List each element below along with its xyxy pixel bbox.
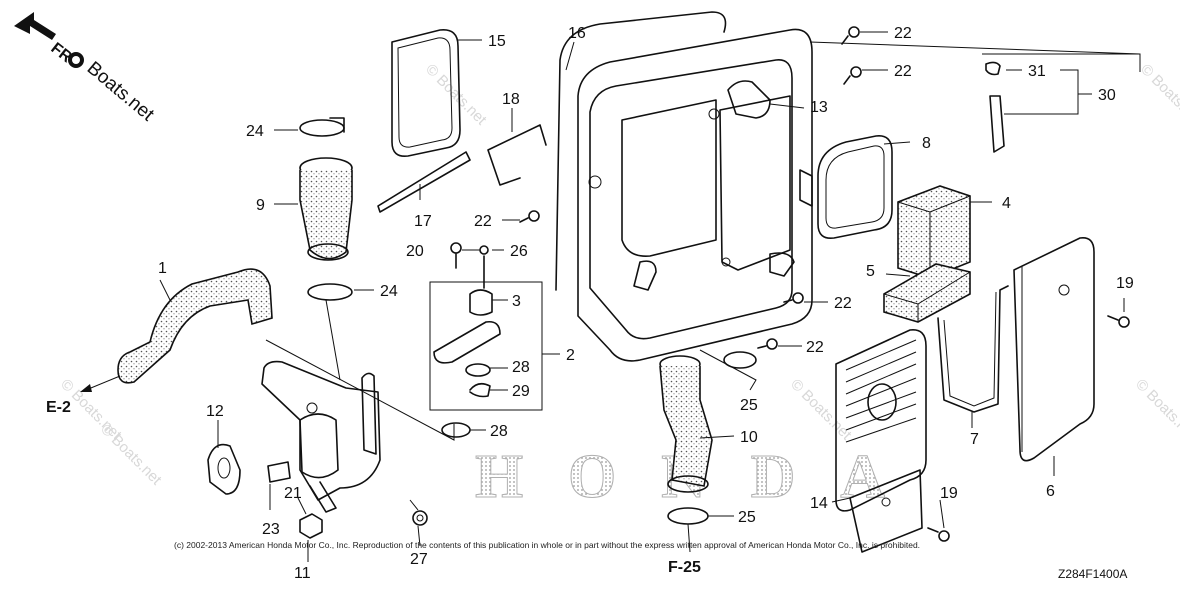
boats-logo-icon <box>68 52 84 68</box>
part-4-filter[interactable] <box>897 185 971 279</box>
part-13-housing[interactable] <box>577 28 813 362</box>
part-15-gasket-inner <box>397 37 453 148</box>
part-22-bolt[interactable] <box>519 210 540 223</box>
part-8-gasket[interactable] <box>817 135 893 240</box>
diagram-code: Z284F1400A <box>1058 567 1127 581</box>
callout-7: 7 <box>970 431 979 448</box>
watermark: © Boats.net <box>97 421 165 489</box>
callout-21: 21 <box>284 485 302 502</box>
arrow-icon <box>80 384 92 392</box>
callout-24: 24 <box>246 123 264 140</box>
part-6-cover[interactable] <box>1013 236 1095 462</box>
callout-3: 3 <box>512 293 521 310</box>
callout-19: 19 <box>1116 275 1134 292</box>
callout-26: 26 <box>510 243 528 260</box>
callout-10: 10 <box>740 429 758 446</box>
callout-31: 31 <box>1028 63 1046 80</box>
copyright-notice: (c) 2002-2013 American Honda Motor Co., … <box>174 540 920 550</box>
part-9-duct[interactable] <box>299 157 353 261</box>
part-15-gasket[interactable] <box>391 29 461 158</box>
callout-19: 19 <box>940 485 958 502</box>
callout-14: 14 <box>810 495 828 512</box>
part-19-screw[interactable] <box>1107 315 1130 328</box>
group-2-box <box>429 281 543 411</box>
part-24-clamp[interactable] <box>307 283 353 301</box>
watermark: © Boats.net <box>1137 61 1180 129</box>
callout-29: 29 <box>512 383 530 400</box>
part-10-duct[interactable] <box>659 355 713 493</box>
part-22-bolt[interactable] <box>841 26 860 45</box>
part-23-sleeve[interactable] <box>267 461 291 483</box>
callout-labels: 1 2 3 4 5 6 7 8 9 10 11 12 13 14 15 16 1… <box>158 25 1134 582</box>
part-17-rod[interactable] <box>377 151 471 213</box>
callout-11: 11 <box>294 565 311 582</box>
callout-22: 22 <box>806 339 824 356</box>
callout-12: 12 <box>206 403 224 420</box>
callout-25: 25 <box>740 397 758 414</box>
part-25-ring[interactable] <box>723 351 757 369</box>
part-19-screw[interactable] <box>927 527 950 542</box>
callout-5: 5 <box>866 263 875 280</box>
callout-24: 24 <box>380 283 398 300</box>
callout-15: 15 <box>488 33 506 50</box>
callout-22: 22 <box>894 63 912 80</box>
part-24-clamp[interactable] <box>299 117 345 137</box>
callout-2: 2 <box>566 347 575 364</box>
part-30-tube[interactable] <box>989 95 1005 153</box>
callout-28: 28 <box>512 359 530 376</box>
bracket-plate <box>433 320 501 364</box>
part-22-bolt[interactable] <box>843 66 862 85</box>
callout-22: 22 <box>894 25 912 42</box>
callout-16: 16 <box>568 25 586 42</box>
part-16-seal[interactable] <box>555 11 727 291</box>
callout-6: 6 <box>1046 483 1055 500</box>
part-3-knob[interactable] <box>469 289 493 316</box>
part-20-bolt[interactable] <box>450 242 462 269</box>
part-28-washer[interactable] <box>465 363 491 377</box>
part-21-nut[interactable] <box>299 513 323 539</box>
part-27-grommet[interactable] <box>412 510 428 526</box>
part-12-plate[interactable] <box>207 443 241 495</box>
callout-27: 27 <box>410 551 428 568</box>
watermark: © Boats.net <box>422 61 490 129</box>
part-22-bolt[interactable] <box>783 292 804 304</box>
brand-name: Boats.net <box>83 58 159 126</box>
part-14-louver-panel[interactable] <box>835 329 927 553</box>
callout-9: 9 <box>256 197 265 214</box>
callout-22: 22 <box>834 295 852 312</box>
callout-22: 22 <box>474 213 492 230</box>
callout-23: 23 <box>262 521 280 538</box>
callout-25: 25 <box>738 509 756 526</box>
callout-13: 13 <box>810 99 828 116</box>
part-22-bolt[interactable] <box>757 338 778 350</box>
ref-e2: E-2 <box>46 399 71 416</box>
callout-28: 28 <box>490 423 508 440</box>
ref-f25: F-25 <box>668 559 701 576</box>
callout-20: 20 <box>406 243 424 260</box>
callout-18: 18 <box>502 91 520 108</box>
callout-4: 4 <box>1002 195 1011 212</box>
part-5-pad[interactable] <box>883 263 971 323</box>
front-arrow-icon <box>14 12 56 40</box>
part-18-clip[interactable] <box>487 124 547 186</box>
part-29-clip[interactable] <box>469 382 491 398</box>
callout-30: 30 <box>1098 87 1116 104</box>
part-28-washer[interactable] <box>441 422 471 438</box>
part-31-cap[interactable] <box>985 61 1001 76</box>
callout-1: 1 <box>158 260 167 277</box>
leader-lines <box>159 31 1141 562</box>
watermark: © Boats.net <box>787 376 855 444</box>
watermark: © Boats.net <box>1132 376 1180 444</box>
part-1-hose[interactable] <box>117 268 273 384</box>
part-11-airbox[interactable] <box>261 360 381 513</box>
callout-17: 17 <box>414 213 432 230</box>
callout-8: 8 <box>922 135 931 152</box>
part-7-bracket[interactable] <box>937 285 1009 413</box>
